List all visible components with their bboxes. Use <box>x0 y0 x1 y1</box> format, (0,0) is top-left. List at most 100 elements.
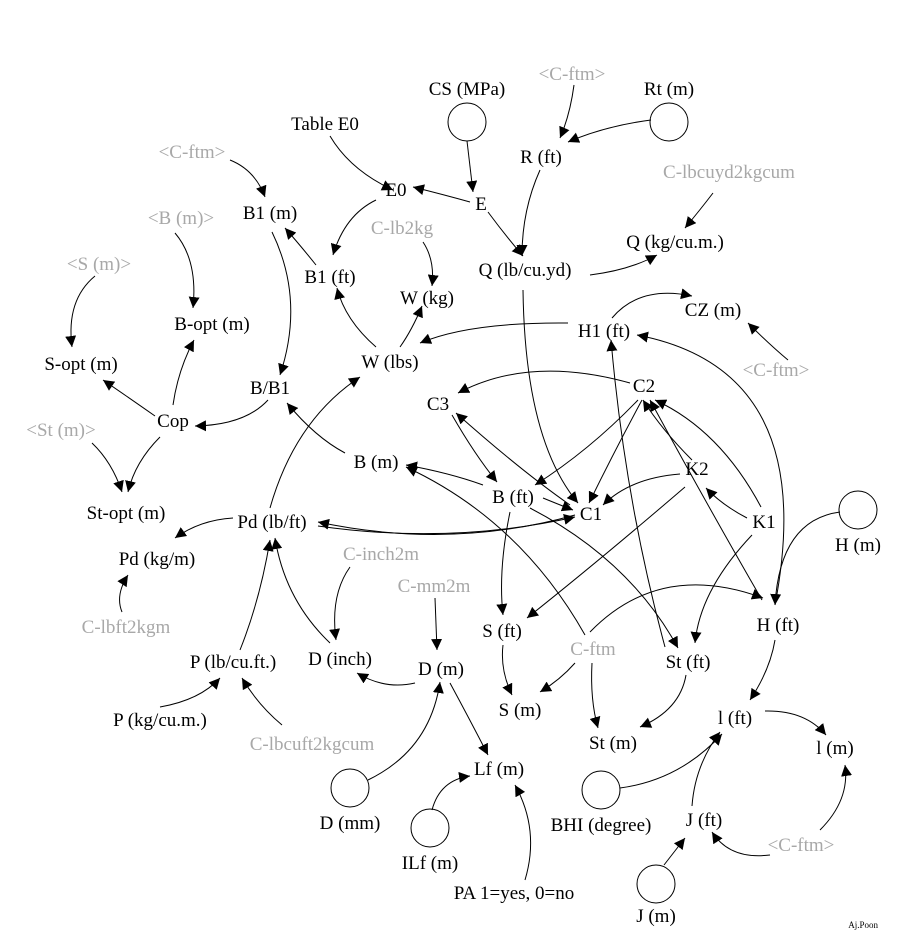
link-cftm-bottom-to-l-m <box>819 764 852 831</box>
label-cop: Cop <box>157 411 189 432</box>
link-cftm-mid-to-b-m <box>405 466 586 636</box>
label-c2: C2 <box>633 376 655 397</box>
link-h1-ft-to-cz <box>611 288 693 319</box>
link-bhi-to-l-ft <box>619 733 723 789</box>
link-w-lbs-to-w-kg <box>399 305 423 348</box>
label-d-m: D (m) <box>418 659 464 680</box>
link-cftm-mid-to-h-ft <box>589 584 764 633</box>
label-pd-kgm: Pd (kg/m) <box>119 549 196 570</box>
label-cz-m: CZ (m) <box>685 300 741 321</box>
label-s-m-shadow: <S (m)> <box>67 254 131 275</box>
label-r-ft: R (ft) <box>520 147 562 168</box>
link-c-lbcuft2kgcum-to-p-lbcuft <box>241 677 283 726</box>
link-st-ft-to-st-m <box>639 674 687 728</box>
link-rt-to-r-ft <box>567 119 652 143</box>
link-cftm-mid-to-st-m <box>589 662 601 729</box>
link-c1-to-c3 <box>455 412 571 506</box>
link-b1-ft-to-b1-m <box>284 227 317 266</box>
link-cftm-to-cz <box>747 322 789 361</box>
link-q-lbcuyd-to-c1 <box>522 289 579 504</box>
label-b-b1: B/B1 <box>250 378 290 399</box>
label-c-lbft2kgm: C-lbft2kgm <box>82 617 171 638</box>
label-c-lb2kg: C-lb2kg <box>371 218 434 239</box>
link-table-e0-to-e0 <box>329 135 394 191</box>
label-c1: C1 <box>580 504 602 525</box>
link-d-mm-to-d-m <box>367 681 444 781</box>
link-pd-to-pd-kgm <box>174 517 234 539</box>
label-c3: C3 <box>427 394 449 415</box>
link-b-m-to-b-b1 <box>286 402 346 454</box>
label-q-kgcum: Q (kg/cu.m.) <box>626 232 724 253</box>
link-b-ft-to-st-ft <box>529 507 679 649</box>
label-k1: K1 <box>752 512 775 533</box>
variable-labels: Table E0 CS (MPa) <C-ftm> Rt (m) R (ft) … <box>26 64 881 927</box>
label-s-m: S (m) <box>499 700 542 721</box>
link-st-ft-to-h1-ft <box>606 339 666 648</box>
link-k2-to-s-ft <box>526 486 686 619</box>
link-h-m-to-h-ft <box>770 511 841 606</box>
label-b-m: B (m) <box>354 452 399 473</box>
label-st-m-shadow: <St (m)> <box>26 420 95 441</box>
label-pa: PA 1=yes, 0=no <box>454 883 575 904</box>
label-cftm-top: <C-ftm> <box>539 64 606 85</box>
label-k2: K2 <box>685 459 708 480</box>
label-cftm-bottom: <C-ftm> <box>768 835 835 856</box>
label-b-m-shadow: <B (m)> <box>148 208 214 229</box>
link-c-inch2m-to-d-inch <box>329 566 351 641</box>
label-j-ft: J (ft) <box>686 810 722 831</box>
label-c-mm2m: C-mm2m <box>398 576 471 597</box>
label-s-ft: S (ft) <box>482 621 522 642</box>
link-c2-to-b-ft <box>534 399 639 486</box>
label-d-inch: D (inch) <box>308 649 372 670</box>
stock-d-mm <box>330 768 370 808</box>
label-e: E <box>475 194 487 215</box>
link-pd-to-c1 <box>317 514 576 535</box>
label-h-m: H (m) <box>835 535 881 556</box>
label-s-opt-m: S-opt (m) <box>44 354 117 375</box>
label-cftm-cz: <C-ftm> <box>743 360 810 381</box>
link-c-lbft2kgm-to-pd-kgm <box>117 574 129 613</box>
link-c2-to-c1 <box>588 399 643 504</box>
link-p-lbcuft-to-pd <box>239 539 274 651</box>
label-pd-lbft: Pd (lb/ft) <box>237 512 306 533</box>
link-pd-to-w-lbs <box>269 376 361 509</box>
label-bhi-degree: BHI (degree) <box>551 815 652 836</box>
author-signature: Aj.Poon <box>848 920 878 930</box>
link-p-kgcum-to-p-lbcuft <box>159 677 221 708</box>
label-c-inch2m: C-inch2m <box>343 544 419 565</box>
link-c2-to-c3 <box>457 370 631 394</box>
link-cop-to-b-opt <box>172 339 195 406</box>
link-k1-to-st-ft <box>690 534 753 644</box>
link-d-m-to-lf <box>449 682 489 756</box>
link-l-ft-to-l-m <box>764 710 827 736</box>
label-w-kg: W (kg) <box>400 288 454 309</box>
link-h1-ft-to-w-lbs <box>419 322 569 344</box>
label-d-mm: D (mm) <box>320 813 381 834</box>
stock-h-m <box>838 490 878 530</box>
link-k1-to-c2 <box>654 399 762 508</box>
label-st-opt-m: St-opt (m) <box>87 503 166 524</box>
link-ilf-to-lf <box>431 772 471 811</box>
label-st-m: St (m) <box>589 733 637 754</box>
link-cop-to-st-opt <box>125 436 161 493</box>
label-b1-m: B1 (m) <box>243 203 297 224</box>
link-h-ft-to-c2 <box>649 399 763 601</box>
link-st-shadow-to-st-opt <box>91 442 124 493</box>
label-b-ft: B (ft) <box>492 487 534 508</box>
label-b-opt-m: B-opt (m) <box>174 314 249 335</box>
link-c3-to-b-ft <box>451 414 498 483</box>
stock-cs-mpa <box>447 102 487 142</box>
link-cop-to-s-opt <box>102 379 156 417</box>
link-cftm-mid-to-s-m <box>539 662 576 693</box>
label-cs-mpa: CS (MPa) <box>429 79 506 100</box>
link-cftm-to-b1-m <box>229 159 267 198</box>
link-clb2kg-to-w-kg <box>422 241 439 287</box>
link-j-m-to-j-ft <box>663 837 686 866</box>
label-p-kgcum: P (kg/cu.m.) <box>113 710 207 731</box>
link-cftm-to-r-ft <box>559 84 575 139</box>
link-b-b1-to-cop <box>194 399 269 432</box>
link-pa-to-lf <box>514 784 532 881</box>
label-h-ft: H (ft) <box>757 615 800 636</box>
label-e0: E0 <box>385 180 406 201</box>
